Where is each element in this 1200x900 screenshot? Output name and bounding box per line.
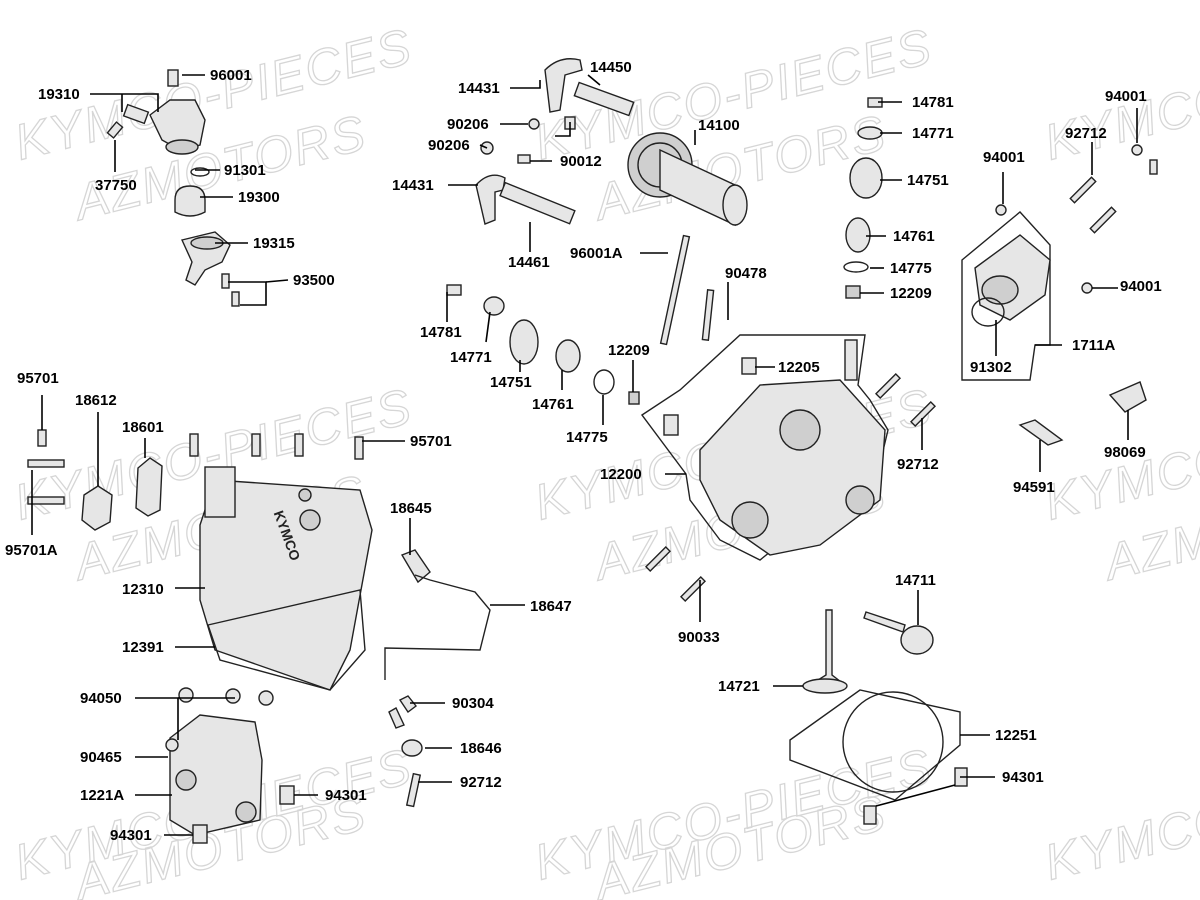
- part-label-19315: 19315: [253, 235, 295, 252]
- part-label-14771: 14771: [450, 349, 492, 366]
- intake-manifold-drawing: [874, 144, 1158, 446]
- cam-holder-drawing: [165, 687, 295, 844]
- part-label-14100: 14100: [698, 117, 740, 134]
- part-label-12209: 12209: [890, 285, 932, 302]
- part-label-90206: 90206: [447, 116, 489, 133]
- part-label-94301: 94301: [1002, 769, 1044, 786]
- part-label-14781: 14781: [912, 94, 954, 111]
- part-label-94301: 94301: [110, 827, 152, 844]
- part-label-14775: 14775: [566, 429, 608, 446]
- part-label-12205: 12205: [778, 359, 820, 376]
- part-label-95701A: 95701A: [5, 542, 58, 559]
- part-label-91301: 91301: [224, 162, 266, 179]
- part-label-12209: 12209: [608, 342, 650, 359]
- leader-lines: [31, 74, 1138, 836]
- part-label-1221A: 1221A: [80, 787, 124, 804]
- part-label-14751: 14751: [490, 374, 532, 391]
- part-label-14431: 14431: [458, 80, 500, 97]
- part-label-14461: 14461: [508, 254, 550, 271]
- part-label-94301: 94301: [325, 787, 367, 804]
- part-label-90304: 90304: [452, 695, 494, 712]
- part-label-1711A: 1711A: [1072, 337, 1116, 354]
- valve-springs-right-drawing: [843, 97, 883, 299]
- part-label-12391: 12391: [122, 639, 164, 656]
- part-label-14431: 14431: [392, 177, 434, 194]
- part-label-94001: 94001: [983, 149, 1025, 166]
- part-label-91302: 91302: [970, 359, 1012, 376]
- part-label-92712: 92712: [1065, 125, 1107, 142]
- part-label-93500: 93500: [293, 272, 335, 289]
- part-label-14781: 14781: [420, 324, 462, 341]
- part-label-96001: 96001: [210, 67, 252, 84]
- part-label-14711: 14711: [895, 572, 936, 589]
- part-label-90465: 90465: [80, 749, 122, 766]
- part-label-14450: 14450: [590, 59, 632, 76]
- part-label-92712: 92712: [460, 774, 502, 791]
- thermostat-housing-drawing: [106, 69, 240, 307]
- cylinder-head-drawing: [640, 334, 889, 561]
- watermark-line1: KYMCO-PIECES: [1039, 738, 1200, 891]
- part-label-37750: 37750: [95, 177, 137, 194]
- part-label-94001: 94001: [1105, 88, 1147, 105]
- part-label-14761: 14761: [893, 228, 935, 245]
- part-label-14761: 14761: [532, 396, 574, 413]
- part-label-90012: 90012: [560, 153, 602, 170]
- part-label-98069: 98069: [1104, 444, 1146, 461]
- part-label-94050: 94050: [80, 690, 122, 707]
- part-label-95701: 95701: [17, 370, 59, 387]
- part-label-12200: 12200: [600, 466, 642, 483]
- part-label-18646: 18646: [460, 740, 502, 757]
- part-label-19300: 19300: [238, 189, 280, 206]
- part-label-14751: 14751: [907, 172, 949, 189]
- part-label-12310: 12310: [122, 581, 164, 598]
- cylinder-head-cover-drawing: KYMCO: [27, 429, 373, 691]
- part-label-90478: 90478: [725, 265, 767, 282]
- camshaft-rocker-drawing: [475, 58, 748, 346]
- valve-springs-left-drawing: [446, 284, 640, 405]
- part-label-18645: 18645: [390, 500, 432, 517]
- part-label-14775: 14775: [890, 260, 932, 277]
- part-label-92712: 92712: [897, 456, 939, 473]
- part-label-18601: 18601: [122, 419, 164, 436]
- part-label-94591: 94591: [1013, 479, 1055, 496]
- part-label-12251: 12251: [995, 727, 1037, 744]
- part-label-95701: 95701: [410, 433, 452, 450]
- part-label-96001A: 96001A: [570, 245, 623, 262]
- part-label-90206: 90206: [428, 137, 470, 154]
- part-label-18647: 18647: [530, 598, 572, 615]
- part-label-94001: 94001: [1120, 278, 1162, 295]
- part-number-labels: 96001 19310 91301 37750 19300 19315 9350…: [5, 59, 1162, 844]
- part-label-14721: 14721: [718, 678, 760, 695]
- part-label-14771: 14771: [912, 125, 954, 142]
- part-label-90033: 90033: [678, 629, 720, 646]
- breather-pipe-drawing: [384, 549, 491, 808]
- part-label-19310: 19310: [38, 86, 80, 103]
- part-label-18612: 18612: [75, 392, 117, 409]
